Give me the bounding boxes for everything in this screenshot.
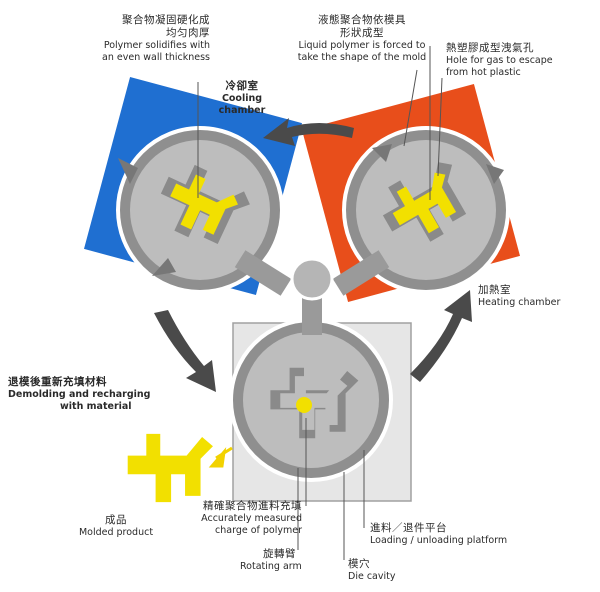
molded-product	[127, 433, 213, 503]
label-heating-zh: 加熱室	[478, 284, 511, 296]
label-liquid: 液態聚合物依模具 形狀成型 Liquid polymer is forced t…	[282, 14, 442, 64]
label-heating: 加熱室 Heating chamber	[478, 284, 596, 309]
label-demolding-en2: with material	[60, 401, 132, 412]
label-loading-en: Loading / unloading platform	[370, 535, 508, 547]
rotating-arm	[234, 250, 390, 335]
label-demolding: 退模後重新充填材料 Demolding and recharging with …	[8, 376, 178, 413]
label-molded: 成品 Molded product	[66, 514, 166, 539]
label-cavity: 模穴 Die cavity	[348, 558, 428, 583]
polymer-charge	[296, 397, 312, 413]
label-cooling: 冷卻室 Cooling chamber	[212, 80, 272, 117]
label-solidify-en2: an even wall thickness	[102, 52, 210, 64]
arm-down	[302, 290, 322, 335]
label-gas-hole-zh: 熱塑膠成型洩氣孔	[446, 42, 534, 54]
label-loading: 進料／退件平台 Loading / unloading platform	[370, 522, 540, 547]
rotation-arrow-icon	[263, 118, 354, 146]
label-solidify-zh2: 均匀肉厚	[166, 27, 210, 40]
label-solidify: 聚合物凝固硬化成 均匀肉厚 Polymer solidifies with an…	[60, 14, 210, 64]
label-liquid-en1: Liquid polymer is forced to	[298, 40, 426, 52]
label-cavity-en: Die cavity	[348, 571, 396, 583]
label-loading-zh: 進料／退件平台	[370, 522, 447, 534]
label-charge-en2: charge of polymer	[215, 525, 302, 536]
label-gas-hole: 熱塑膠成型洩氣孔 Hole for gas to escape from hot…	[446, 42, 596, 79]
leader-line	[437, 77, 443, 177]
cooling-chamber	[83, 76, 303, 296]
label-molded-zh: 成品	[105, 514, 127, 526]
label-liquid-zh1: 液態聚合物依模具	[318, 14, 406, 26]
gas-vent-icon	[486, 164, 504, 184]
label-arm: 旋轉臂 Rotating arm	[240, 548, 302, 573]
label-cavity-zh: 模穴	[348, 558, 370, 570]
label-charge: 精確聚合物進料充填 Accurately measured charge of …	[180, 500, 302, 537]
label-cooling-en1: Cooling	[221, 93, 263, 105]
label-demolding-en1: Demolding and recharging	[8, 389, 151, 401]
label-heating-en: Heating chamber	[478, 297, 561, 309]
label-charge-en1: Accurately measured	[201, 513, 302, 525]
rotation-arrow-icon	[154, 310, 216, 392]
label-solidify-en1: Polymer solidifies with	[103, 40, 210, 52]
arm-right	[332, 250, 390, 296]
arm-left	[234, 250, 292, 296]
label-gas-hole-en2: from hot plastic	[446, 67, 521, 78]
heating-chamber	[301, 83, 521, 303]
arm-hub	[290, 257, 334, 301]
label-gas-hole-en1: Hole for gas to escape	[446, 55, 553, 67]
loading-platform	[229, 318, 412, 502]
label-arm-zh: 旋轉臂	[263, 548, 296, 560]
rotation-arrow-icon	[410, 290, 472, 382]
label-arm-en: Rotating arm	[240, 561, 302, 573]
label-cooling-en2: chamber	[218, 105, 266, 116]
label-liquid-en2: take the shape of the mold	[297, 52, 427, 64]
label-cooling-zh: 冷卻室	[225, 80, 259, 92]
label-solidify-zh1: 聚合物凝固硬化成	[122, 14, 210, 26]
label-molded-en: Molded product	[78, 527, 154, 539]
label-charge-zh: 精確聚合物進料充填	[203, 500, 302, 512]
gas-vent-icon	[152, 258, 176, 276]
gas-vent-icon	[372, 144, 392, 162]
label-demolding-zh: 退模後重新充填材料	[8, 376, 107, 388]
callout-arrow-icon	[208, 446, 233, 468]
leader-line	[403, 69, 418, 147]
label-liquid-zh2: 形狀成型	[340, 27, 384, 40]
gas-vent-icon	[118, 158, 138, 184]
